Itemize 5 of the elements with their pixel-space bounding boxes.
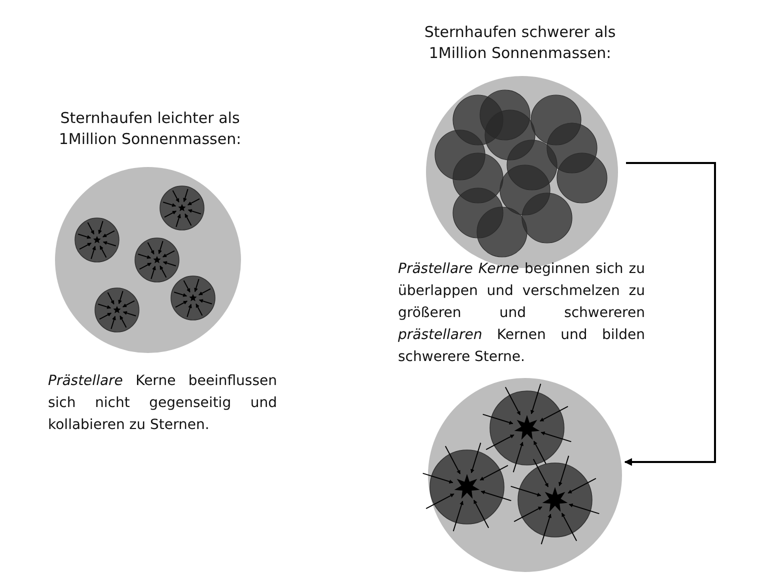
arrow xyxy=(624,162,716,466)
description-text: Prästellare Kerne beginnen sich zu überlappen und verschmelzen zu größeren und schwereren prästellaren Kernen und bilden schwerere Sterne. xyxy=(398,260,645,367)
cluster-heading: Sternhaufen schwerer als 1Million Sonnenmassen: xyxy=(423,22,617,64)
description-text: Prästellare Kerne beeinflussen sich nicht gegenseitig und kollabieren zu Sternen. xyxy=(48,372,277,435)
cluster-heading: Sternhaufen leichter als 1Million Sonnenmassen: xyxy=(58,108,242,150)
